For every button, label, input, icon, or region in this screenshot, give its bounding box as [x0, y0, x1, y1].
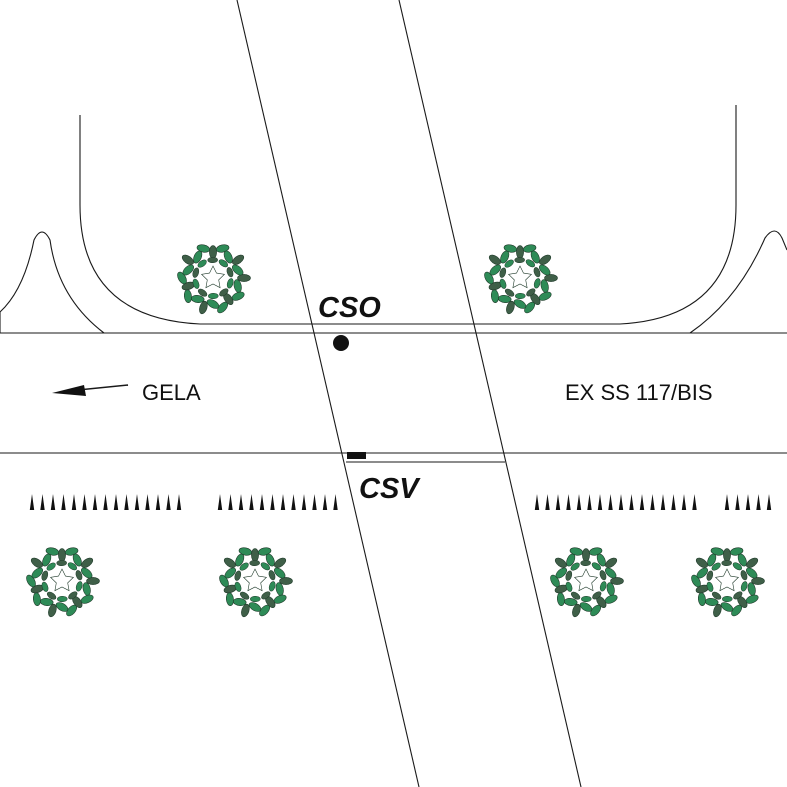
spike-icon: [618, 494, 624, 510]
spike-icon: [301, 494, 307, 510]
spike-icon: [671, 494, 676, 510]
shrub-icon: [550, 547, 624, 618]
spike-icon: [238, 494, 244, 510]
shrub-icon: [26, 547, 100, 618]
arrow-left-icon: [52, 384, 129, 396]
spike-icon: [259, 494, 265, 510]
spike-icon: [176, 494, 182, 510]
spike-icon: [650, 494, 655, 510]
spike-icon: [113, 494, 119, 510]
spike-icon: [660, 494, 666, 510]
spike-icon: [270, 494, 275, 510]
spike-icon: [639, 494, 645, 510]
label-csv: CSV: [359, 473, 421, 505]
spike-icon: [587, 494, 592, 510]
spike-icon: [555, 494, 561, 510]
spike-icon: [756, 494, 761, 510]
right-traffic-island: [689, 230, 787, 334]
spike-icon: [322, 494, 328, 510]
spike-icon: [280, 494, 286, 510]
spike-icon: [566, 494, 571, 510]
spike-icon: [249, 494, 254, 510]
shrub-icon: [177, 244, 251, 315]
spike-icon: [155, 494, 161, 510]
spike-icon: [735, 494, 740, 510]
spike-rows: [29, 494, 772, 510]
spike-icon: [217, 494, 223, 510]
spike-icon: [228, 494, 233, 510]
filled-circle-icon: [333, 335, 349, 351]
shrub-icon: [691, 547, 765, 618]
spike-icon: [82, 494, 87, 510]
spike-icon: [766, 494, 772, 510]
spike-icon: [692, 494, 697, 510]
left-traffic-island: [0, 231, 105, 334]
spike-icon: [166, 494, 171, 510]
spike-icon: [608, 494, 613, 510]
spike-icon: [534, 494, 540, 510]
label-gela: GELA: [142, 380, 201, 405]
spike-icon: [333, 494, 338, 510]
spike-icon: [724, 494, 730, 510]
spike-icon: [312, 494, 317, 510]
spike-icon: [71, 494, 77, 510]
spike-icon: [103, 494, 108, 510]
label-cso: CSO: [318, 292, 381, 324]
spike-icon: [576, 494, 582, 510]
spike-icon: [92, 494, 98, 510]
spike-icon: [61, 494, 66, 510]
upper-road-edge: [79, 105, 737, 325]
spike-icon: [597, 494, 603, 510]
shrub-icon: [219, 547, 293, 618]
main-road: [0, 332, 787, 454]
spike-icon: [124, 494, 129, 510]
spike-icon: [40, 494, 45, 510]
spike-icon: [50, 494, 56, 510]
spike-icon: [291, 494, 296, 510]
filled-rect-icon: [347, 452, 366, 459]
label-ex-ss-117-bis: EX SS 117/BIS: [565, 380, 713, 405]
spike-icon: [545, 494, 550, 510]
shrub-group: [26, 244, 765, 618]
spike-icon: [134, 494, 140, 510]
shrub-icon: [484, 244, 558, 315]
spike-icon: [681, 494, 687, 510]
spike-icon: [145, 494, 150, 510]
spike-icon: [29, 494, 35, 510]
spike-icon: [629, 494, 634, 510]
spike-icon: [745, 494, 751, 510]
crossing-band: [236, 0, 582, 787]
